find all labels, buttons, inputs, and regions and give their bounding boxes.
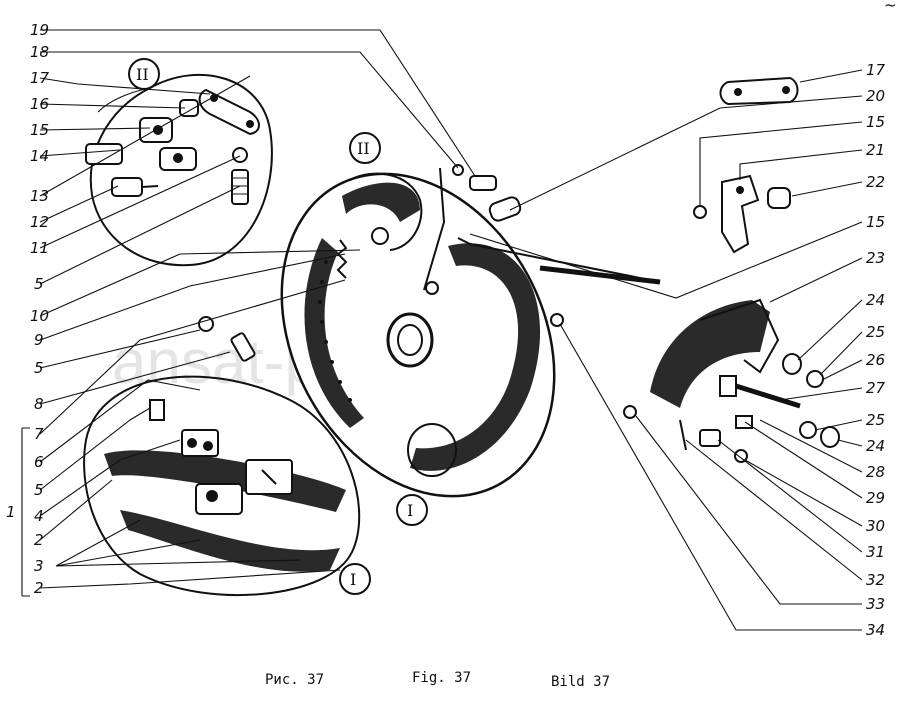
detail-ii-marker-main: II <box>349 132 423 251</box>
callout-r29: 29 <box>866 489 885 507</box>
callout-r24a: 24 <box>866 291 885 309</box>
callout-r15a: 15 <box>866 113 885 131</box>
callout-r21: 21 <box>866 141 885 159</box>
corner-mark: ~ <box>884 0 897 14</box>
callout-6: 6 <box>34 453 44 471</box>
callout-4: 4 <box>34 507 44 525</box>
callout-10: 10 <box>30 307 49 325</box>
callout-1: 1 <box>6 503 16 521</box>
svg-text:I: I <box>350 570 356 589</box>
callout-15: 15 <box>30 121 49 139</box>
callout-17: 17 <box>30 69 50 87</box>
callout-r25b: 25 <box>866 411 885 429</box>
leader-lines <box>21 29 863 631</box>
callout-r25a: 25 <box>866 323 885 341</box>
callout-19: 19 <box>30 21 49 39</box>
callout-8: 8 <box>34 395 44 413</box>
callout-11: 11 <box>30 239 49 257</box>
detail-ii-marker-bubble: II <box>128 58 160 90</box>
callout-r24b: 24 <box>866 437 885 455</box>
detail-ii-bubble <box>85 73 273 267</box>
callout-r26: 26 <box>866 351 885 369</box>
callouts-right: 17 20 15 21 22 15 23 24 25 26 27 25 24 2… <box>866 61 886 639</box>
brake-assembly <box>280 164 661 498</box>
right-parts <box>623 76 840 463</box>
callout-r17: 17 <box>866 61 886 79</box>
callout-r27: 27 <box>866 379 886 397</box>
callout-2b: 2 <box>34 579 44 597</box>
svg-text:II: II <box>357 139 370 158</box>
callout-3: 3 <box>34 557 44 575</box>
callout-r32: 32 <box>866 571 885 589</box>
callout-5a: 5 <box>34 275 44 293</box>
callout-7: 7 <box>34 425 44 443</box>
callout-5b: 5 <box>34 359 44 377</box>
callout-9: 9 <box>34 331 44 349</box>
callout-r30: 30 <box>866 517 885 535</box>
callout-r15b: 15 <box>866 213 885 231</box>
callout-12: 12 <box>30 213 49 231</box>
callout-r28: 28 <box>866 463 885 481</box>
callout-r22: 22 <box>866 173 885 191</box>
detail-i-marker-main: I <box>396 423 457 526</box>
callout-18: 18 <box>30 43 49 61</box>
callout-r33: 33 <box>866 595 885 613</box>
svg-text:II: II <box>136 65 149 84</box>
callout-16: 16 <box>30 95 49 113</box>
caption-ru: Рис. 37 <box>265 672 324 688</box>
figure-captions: Рис. 37 Fig. 37 Bild 37 <box>265 670 610 690</box>
callout-2a: 2 <box>34 531 44 549</box>
detail-i-marker-bubble: I <box>339 563 371 595</box>
detail-i-bubble <box>83 316 361 596</box>
callout-r34: 34 <box>866 621 885 639</box>
svg-text:I: I <box>407 501 413 520</box>
callout-13: 13 <box>30 187 49 205</box>
callout-5c: 5 <box>34 481 44 499</box>
callouts-left: 19 18 17 16 15 14 13 12 11 5 10 9 5 8 7 … <box>6 21 50 597</box>
callout-r23: 23 <box>866 249 885 267</box>
caption-en: Fig. 37 <box>412 670 471 686</box>
callout-r31: 31 <box>866 543 885 561</box>
callout-14: 14 <box>30 147 49 165</box>
caption-de: Bild 37 <box>551 674 610 690</box>
callout-r20: 20 <box>866 87 885 105</box>
